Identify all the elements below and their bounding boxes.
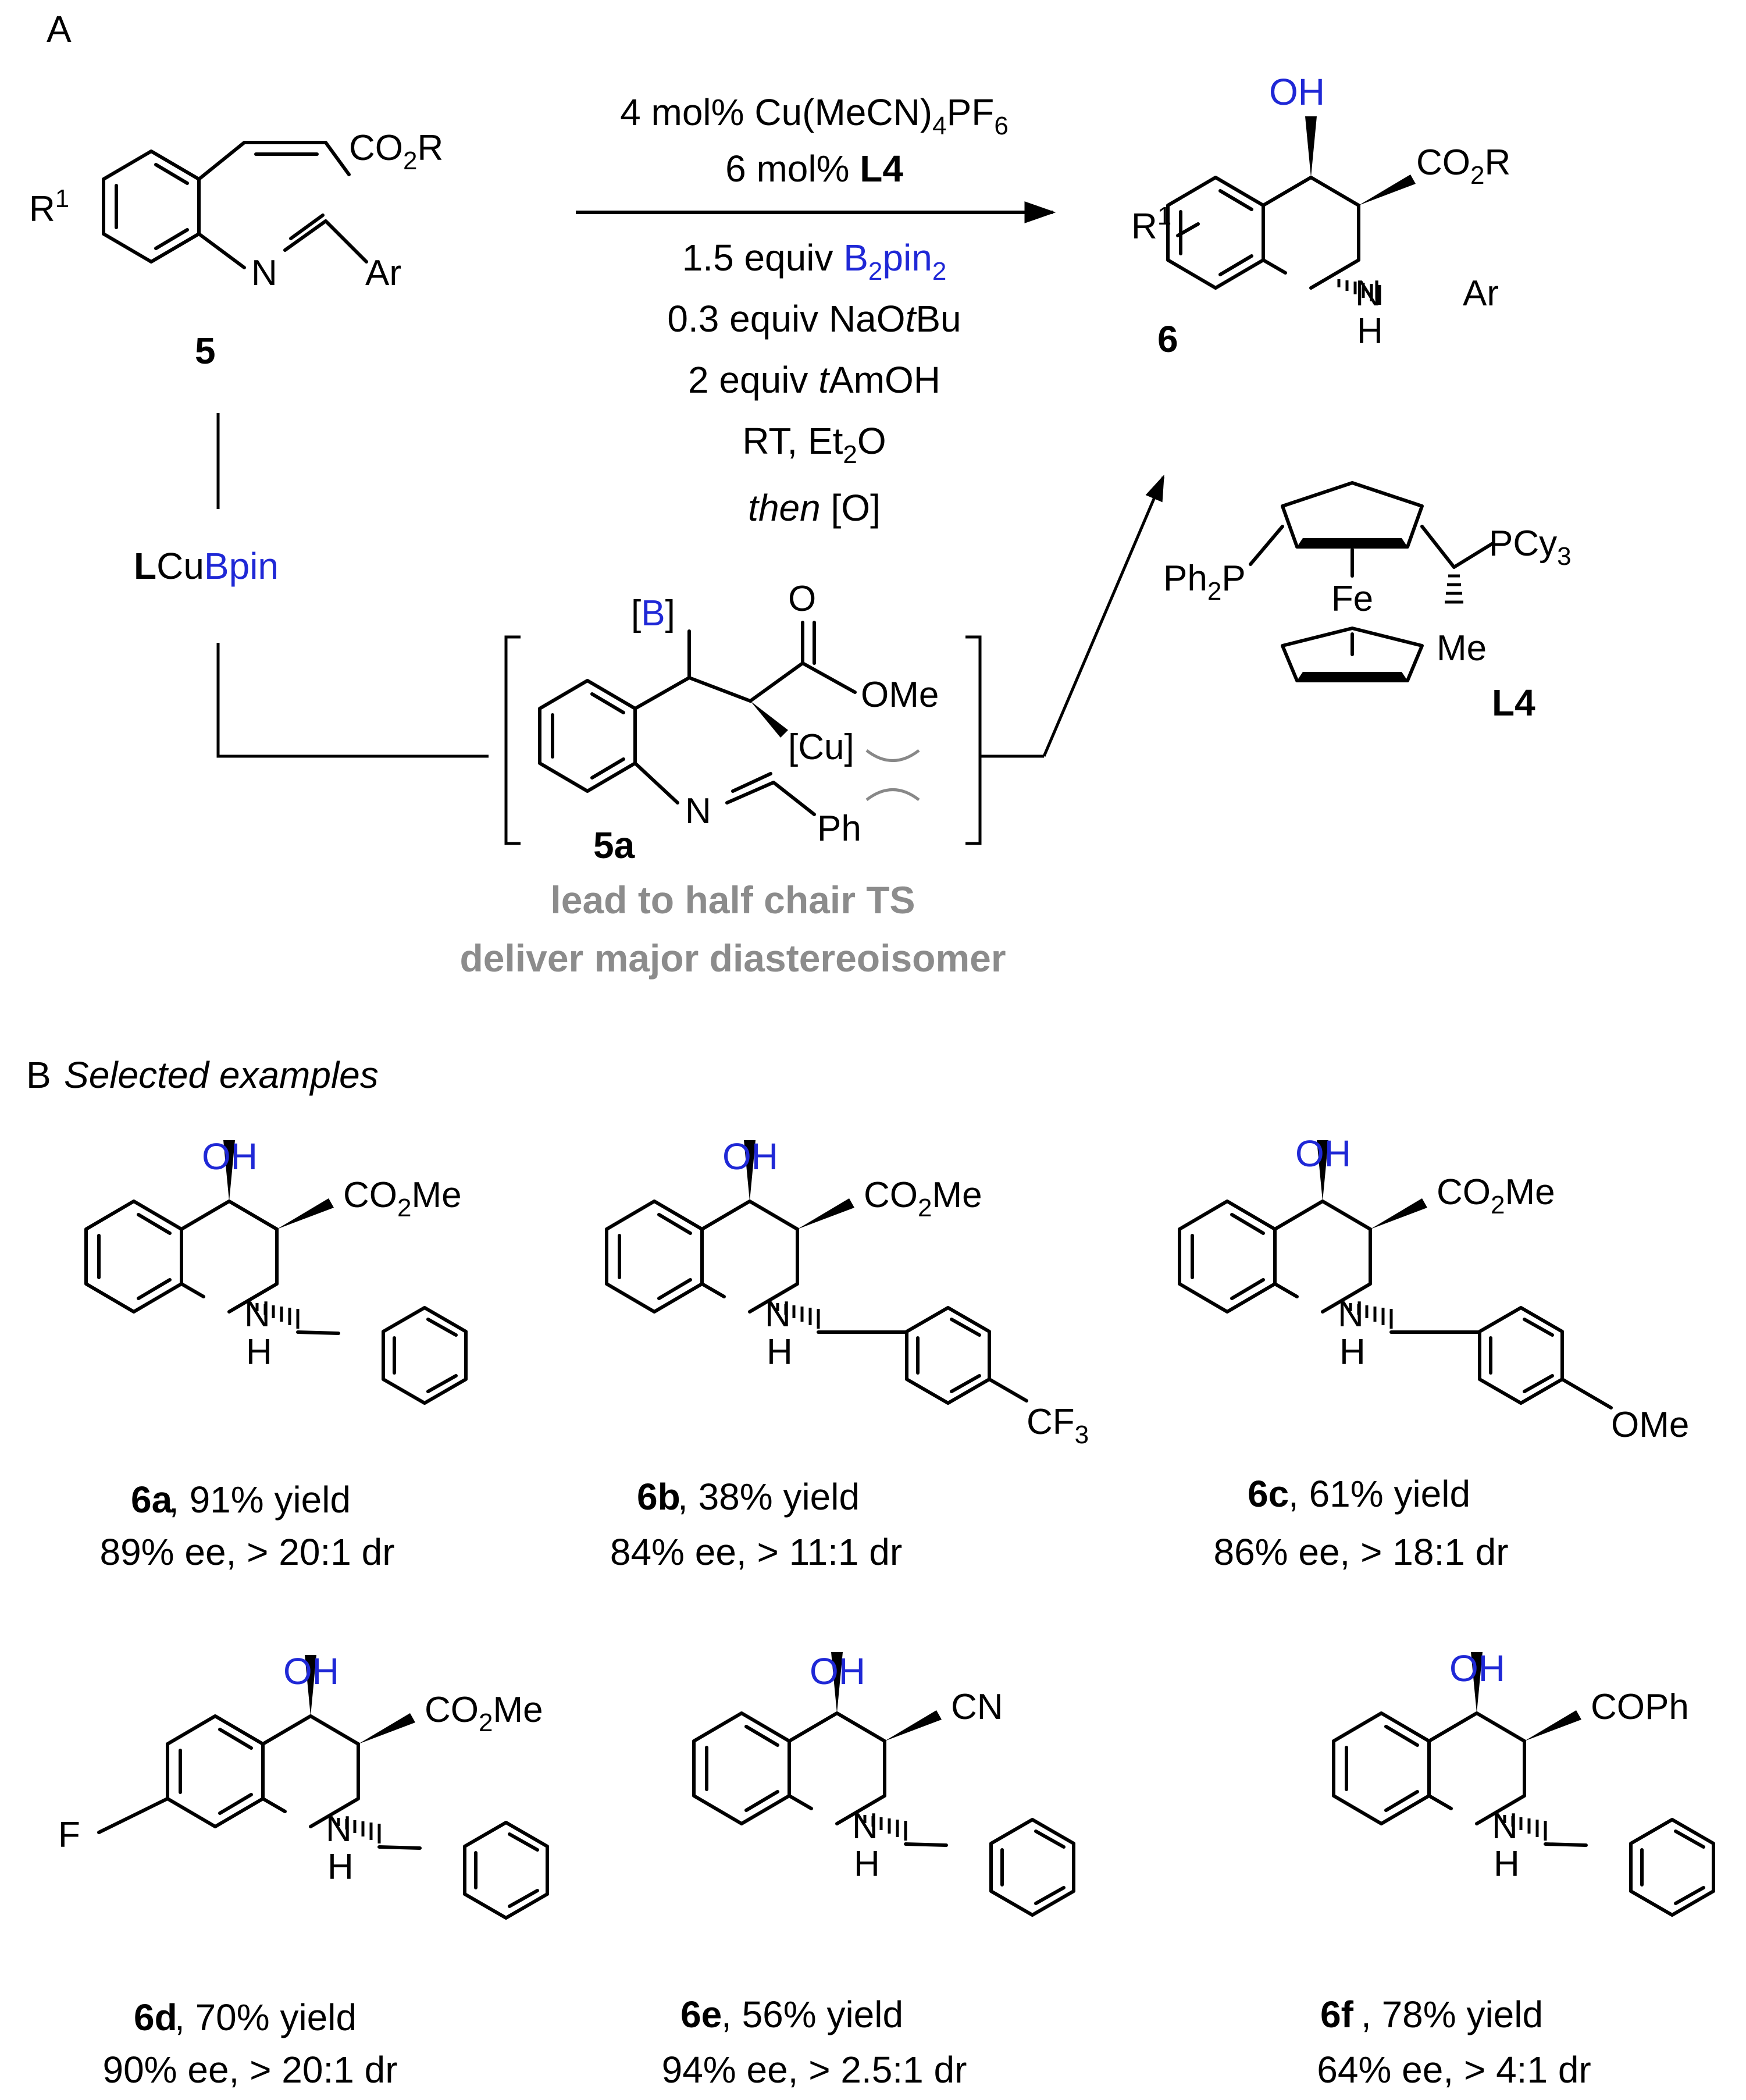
condition-alcohol: 2 equiv tAmOH (688, 359, 940, 401)
example-6d-f: F (58, 1815, 80, 1855)
example-6c-nh: N (1338, 1294, 1364, 1334)
conditions-block: 4 mol% Cu(MeCN)4PF6 6 mol% L4 1.5 equiv … (620, 91, 1009, 529)
condition-base: 0.3 equiv NaOtBu (667, 298, 961, 340)
intermediate-brackets (504, 635, 982, 845)
example-6c-oh: OH (1295, 1133, 1351, 1174)
intermediate-ome-label: OMe (861, 675, 939, 715)
example-6c-ome: OMe (1611, 1405, 1689, 1445)
example-6c-yield: , 61% yield (1288, 1473, 1470, 1515)
example-6e-selectivity: 94% ee, > 2.5:1 dr (662, 2049, 967, 2091)
substrate-5-structure (104, 141, 368, 269)
panel-b-label: B (26, 1054, 51, 1096)
example-6f-id: 6f (1320, 1994, 1354, 2035)
condition-oxidation: then [O] (748, 487, 881, 529)
condition-temperature-solvent: RT, Et2O (742, 420, 886, 469)
example-6b-nh: N (765, 1294, 791, 1334)
example-6b-id: 6b (637, 1476, 680, 1518)
example-6b-group: CO2Me (864, 1175, 982, 1222)
example-6f-h: H (1494, 1844, 1520, 1884)
ligand-fe-label: Fe (1331, 579, 1373, 619)
example-6a-group: CO2Me (343, 1175, 462, 1222)
example-6e-group: CN (951, 1687, 1003, 1727)
example-6f-group: COPh (1591, 1687, 1689, 1727)
intermediate-imine-n: N (685, 791, 711, 831)
condition-copper-source: 4 mol% Cu(MeCN)4PF6 (620, 91, 1009, 140)
example-6e-yield: , 56% yield (721, 1994, 903, 2035)
product-r1-label: R1 (1131, 202, 1171, 247)
example-6a-yield: , 91% yield (169, 1479, 351, 1521)
example-6d: OH CO2Me N H F 6d , 70% yield 90% ee, > … (58, 1650, 547, 2091)
example-6e-id: 6e (680, 1994, 722, 2035)
example-6f-nh: N (1492, 1806, 1518, 1846)
example-6b-oh: OH (722, 1136, 778, 1177)
ligand-l4-structure (1249, 481, 1494, 682)
example-6c: OH CO2Me N H OMe 6c , 61% yield 86% ee, … (1180, 1133, 1689, 1573)
intermediate-carbonyl-o: O (788, 579, 816, 619)
ligand-pcy3-label: PCy3 (1489, 524, 1572, 571)
pathway-line-lower (216, 643, 489, 758)
ligand-name: L4 (1492, 682, 1535, 724)
condition-ligand: 6 mol% L4 (725, 148, 903, 190)
example-6e-oh: OH (810, 1650, 865, 1692)
product-6-structure (1168, 116, 1416, 305)
product-h-label: H (1357, 311, 1383, 351)
example-6e: OH CN N H 6e , 56% yield 94% ee, > 2.5:1… (662, 1650, 1074, 2091)
condition-diboron: 1.5 equiv B2pin2 (682, 237, 947, 286)
substrate-ester-label: CO2R (349, 128, 443, 175)
example-6b: OH CO2Me N H CF3 6b , 38% yield 84% ee, … (607, 1136, 1089, 1573)
example-6a-id: 6a (131, 1479, 173, 1521)
example-6c-id: 6c (1248, 1473, 1289, 1515)
example-6a-nh: N (244, 1294, 270, 1334)
note-half-chair: lead to half chair TS (550, 878, 915, 921)
product-nh-label: N (1355, 273, 1381, 314)
note-major-diastereomer: deliver major diastereoisomer (459, 937, 1006, 980)
example-6e-h: H (854, 1844, 880, 1884)
ligand-ph2p-label: Ph2P (1163, 558, 1246, 606)
catalyst-label: LCuBpin (134, 545, 279, 587)
product-oh-label: OH (1269, 71, 1325, 113)
example-6c-h: H (1339, 1332, 1366, 1372)
example-6d-nh: N (326, 1809, 352, 1849)
example-6a-h: H (246, 1332, 272, 1372)
product-aryl-label: Ar (1463, 273, 1499, 314)
example-6f-oh: OH (1449, 1647, 1505, 1689)
example-6d-oh: OH (283, 1650, 339, 1692)
example-6d-group: CO2Me (425, 1690, 543, 1737)
panel-b-title: Selected examples (64, 1054, 379, 1096)
product-ester-label: CO2R (1416, 143, 1510, 190)
example-6f-selectivity: 64% ee, > 4:1 dr (1317, 2049, 1591, 2091)
example-6c-group: CO2Me (1437, 1172, 1555, 1219)
intermediate-to-product-arrow (1042, 474, 1165, 757)
example-6c-selectivity: 86% ee, > 18:1 dr (1213, 1531, 1508, 1573)
example-6f-yield: , 78% yield (1361, 1994, 1543, 2035)
example-6b-selectivity: 84% ee, > 11:1 dr (610, 1531, 902, 1573)
example-6d-id: 6d (134, 1996, 177, 2038)
example-6d-h: H (327, 1847, 354, 1887)
substrate-aryl-label: Ar (365, 253, 401, 293)
example-6d-selectivity: 90% ee, > 20:1 dr (102, 2049, 397, 2091)
intermediate-5a-structure (540, 621, 920, 816)
example-6b-cf3: CF3 (1027, 1402, 1089, 1449)
example-6a-oh: OH (202, 1136, 258, 1177)
example-6e-nh: N (852, 1806, 878, 1846)
example-6a: OH CO2Me N H 6a , 91% yield 89% ee, > 20… (86, 1136, 466, 1573)
example-6a-selectivity: 89% ee, > 20:1 dr (99, 1531, 394, 1573)
ligand-me-label: Me (1437, 628, 1487, 668)
intermediate-phenyl-label: Ph (817, 809, 861, 849)
intermediate-boron-label: [B] (631, 593, 675, 633)
substrate-r1-label: R1 (29, 184, 69, 229)
product-number: 6 (1157, 318, 1178, 360)
example-6d-yield: , 70% yield (174, 1996, 357, 2038)
panel-a-label: A (47, 8, 72, 50)
example-6b-yield: , 38% yield (678, 1476, 860, 1518)
example-6f: OH COPh N H 6f , 78% yield 64% ee, > 4:1… (1317, 1647, 1713, 2091)
intermediate-copper-label: [Cu] (788, 727, 854, 767)
intermediate-number: 5a (593, 824, 635, 866)
substrate-number: 5 (195, 330, 216, 372)
example-6b-h: H (767, 1332, 793, 1372)
substrate-imine-n: N (251, 253, 277, 293)
